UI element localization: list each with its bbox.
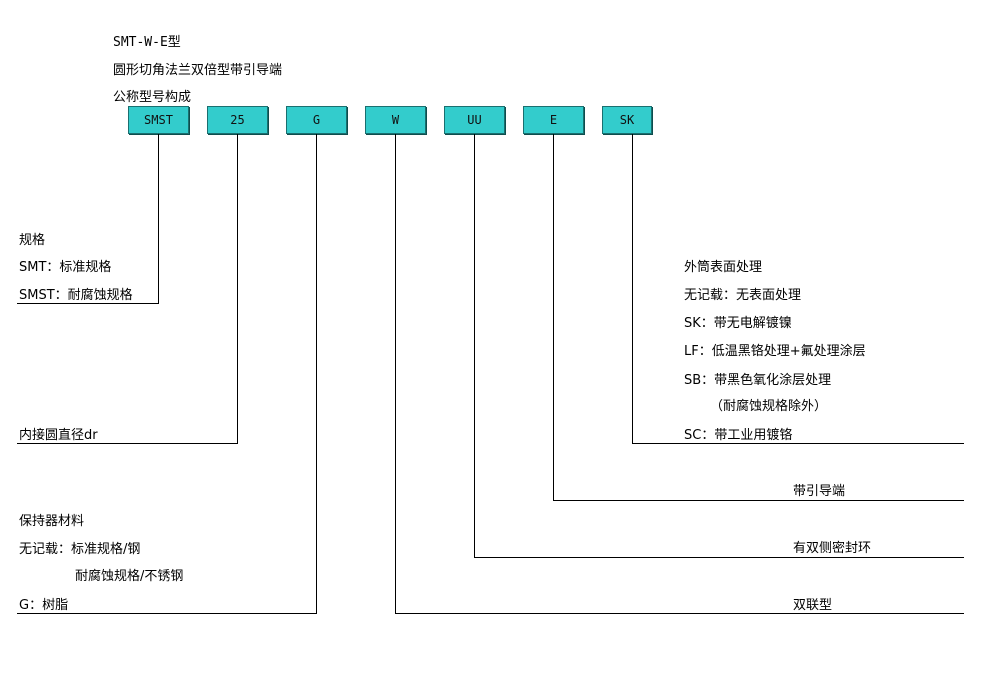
spec-smt: SMT：标准规格 [19,260,112,275]
spec-smst: SMST：耐腐蚀规格 [19,288,133,303]
connector-bore-horizontal [17,443,238,444]
page-title: 圆形切角法兰双倍型带引导端 [113,63,283,78]
code-box-bore: 25 [207,106,268,134]
connector-retainer-vertical [316,134,317,613]
code-box-double: W [365,106,426,134]
retainer-none: 无记载：标准规格/钢 [19,542,141,557]
retainer-g: G：树脂 [19,598,69,613]
surface-heading: 外筒表面处理 [684,260,763,275]
connector-double-horizontal [395,613,964,614]
bore-label: 内接圆直径dr [19,428,98,443]
retainer-heading: 保持器材料 [19,514,85,529]
surface-none: 无记载：无表面处理 [684,288,802,303]
connector-spec-vertical [158,134,159,303]
connector-guide-vertical [553,134,554,500]
surface-sb-note: （耐腐蚀规格除外） [710,399,828,414]
connector-surface-horizontal [632,443,964,444]
connector-spec-horizontal [17,303,159,304]
page-subtitle: 公称型号构成 [113,90,192,105]
surface-lf: LF：低温黑铬处理+氟处理涂层 [684,344,866,359]
spec-heading: 规格 [19,233,46,248]
code-box-spec: SMST [128,106,189,134]
double-label: 双联型 [793,598,833,613]
connector-guide-horizontal [553,500,964,501]
connector-bore-vertical [237,134,238,443]
surface-sc: SC：带工业用镀铬 [684,428,793,443]
connector-double-vertical [395,134,396,613]
connector-seal-vertical [474,134,475,557]
code-box-guide: E [523,106,584,134]
model-code: SMT-W-E型 [113,35,181,50]
code-box-retainer: G [286,106,347,134]
connector-seal-horizontal [474,557,964,558]
guide-label: 带引导端 [793,484,846,499]
connector-surface-vertical [632,134,633,443]
seal-label: 有双侧密封环 [793,541,872,556]
retainer-none-stainless: 耐腐蚀规格/不锈钢 [75,569,184,584]
connector-retainer-horizontal [17,613,317,614]
surface-sb: SB：带黑色氧化涂层处理 [684,373,832,388]
code-box-surface: SK [602,106,652,134]
surface-sk: SK：带无电解镀镍 [684,316,792,331]
code-box-seal: UU [444,106,505,134]
